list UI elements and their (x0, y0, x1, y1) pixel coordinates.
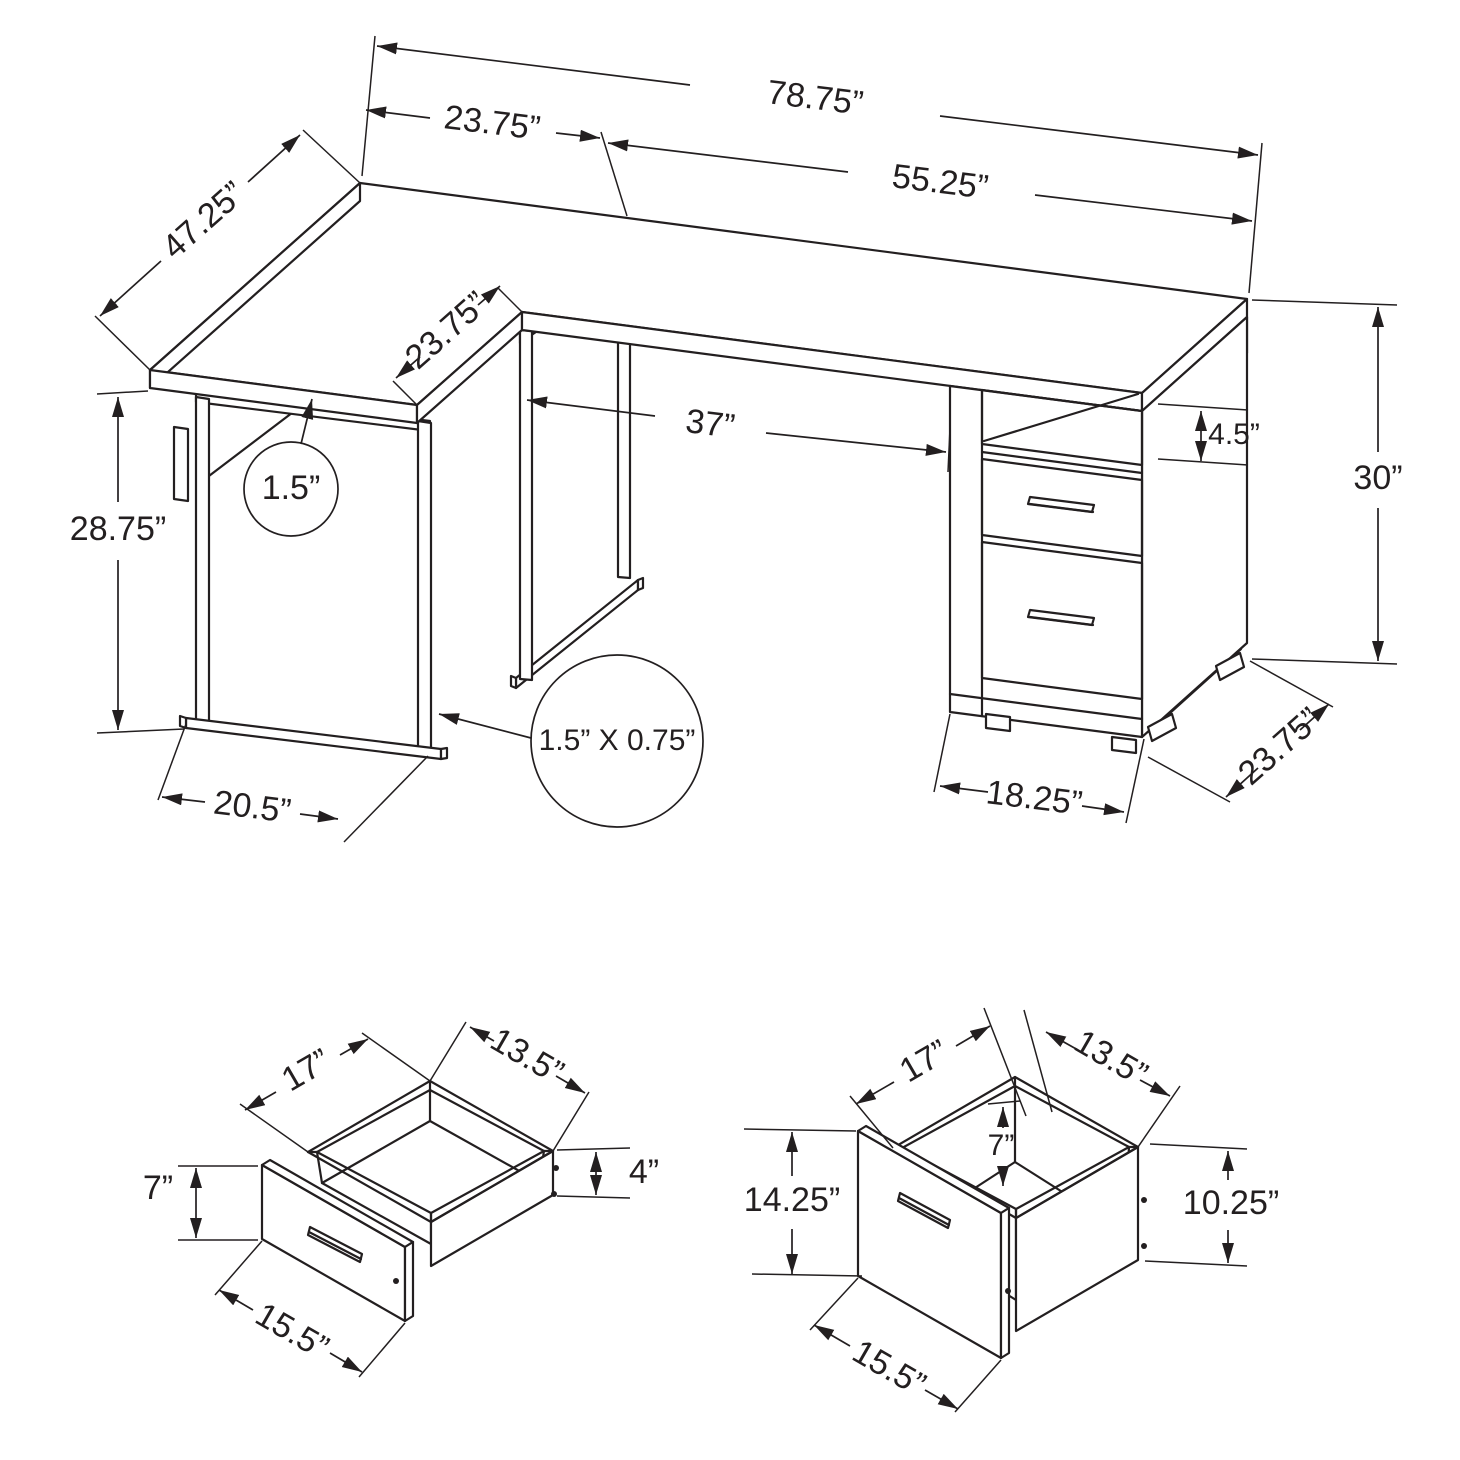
dim-sd-box-height: 4” (629, 1153, 659, 1191)
dim-sd-front-width: 15.5” (249, 1295, 335, 1367)
dim-fd-front-width: 15.5” (846, 1332, 932, 1404)
desktop (148, 181, 1249, 425)
small-drawer-front (980, 457, 1144, 558)
wing-right-post (416, 419, 433, 754)
dim-total-width: 78.75” (765, 73, 865, 122)
cabinet-foot-left (984, 712, 1012, 733)
drawer-cabinet (948, 315, 1249, 755)
dim-fd-width: 17” (893, 1033, 955, 1090)
dim-cabinet-depth: 23.75” (1231, 700, 1328, 792)
wing-back-post-stub (172, 425, 190, 503)
file-drawer-front (980, 540, 1144, 701)
dim-knee-opening: 37” (684, 402, 737, 446)
wing-floor-runner (184, 716, 443, 761)
file-drawer-box: 7” (856, 1075, 1147, 1360)
dim-right-section: 55.25” (890, 157, 990, 206)
dim-sd-front-height: 7” (143, 1169, 173, 1207)
dim-wing-depth: 47.25” (155, 174, 252, 266)
cabinet-front-panel (948, 384, 1144, 739)
dim-fd-box-height: 10.25” (1183, 1184, 1279, 1222)
dim-tube-size: 1.5” X 0.75” (539, 724, 696, 757)
cabinet-side-foot-front (1146, 712, 1178, 743)
dim-fd-depth: 13.5” (1068, 1022, 1154, 1094)
tube-size-callout-circle (530, 654, 704, 828)
middle-front-post (518, 328, 534, 682)
desktop-surface (148, 181, 1249, 407)
file-drawer-dimensions: 17” 13.5” 10.25” 14.25” 15.5” (744, 1007, 1279, 1413)
dim-sd-width: 17” (275, 1042, 337, 1099)
shelf-opening (980, 388, 1144, 467)
file-drawer-detail: 7” 17” 13.5” 10.25” (744, 1007, 1279, 1413)
dim-top-thickness: 1.5” (262, 469, 321, 507)
dim-fd-front-height: 14.25” (744, 1181, 840, 1219)
middle-floor-runner (514, 578, 640, 690)
small-drawer-box (260, 1079, 559, 1323)
dim-fd-inner-height: 7” (988, 1129, 1015, 1162)
dim-cabinet-width: 18.25” (984, 773, 1084, 822)
wing-sled-leg (172, 390, 449, 761)
dim-shelf-opening: 4.5” (1208, 418, 1260, 451)
dim-height: 30” (1353, 459, 1402, 497)
desk-drawing: 78.75” 23.75” 55.25” 47.25” 23.75” (70, 35, 1403, 843)
dim-leg-width: 20.5” (211, 783, 293, 830)
small-drawer-dimensions: 17” 13.5” 7” 4” 15.5” (143, 1020, 659, 1378)
dim-sd-depth: 13.5” (484, 1020, 570, 1092)
dim-leg-height: 28.75” (70, 510, 166, 548)
cabinet-foot-right (1110, 735, 1138, 755)
small-drawer-right-wall (429, 1149, 555, 1268)
cabinet-side-foot-back (1214, 651, 1246, 682)
dim-left-section: 23.75” (442, 98, 542, 147)
wing-left-post (194, 395, 211, 725)
small-drawer-detail: 17” 13.5” 7” 4” 15.5” (143, 1020, 659, 1378)
top-thickness-callout-circle (243, 441, 339, 537)
